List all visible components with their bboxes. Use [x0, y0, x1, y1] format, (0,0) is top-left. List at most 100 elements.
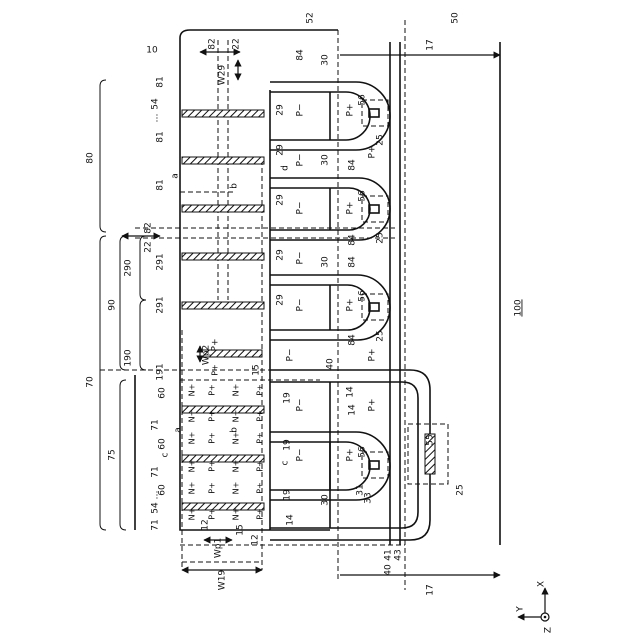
- ref-r19-39: 19: [283, 439, 293, 451]
- ref-r15-45: 15: [252, 364, 262, 375]
- p-minus-3: P−: [296, 202, 306, 215]
- cell-2-4: P+: [208, 460, 217, 472]
- ref-r56-21: 56: [358, 290, 368, 302]
- cell-1-4: N+: [188, 460, 197, 473]
- cut-a-top: a: [171, 173, 181, 179]
- p-minus-5: P−: [296, 299, 306, 312]
- ref-r19-40: 19: [283, 489, 293, 501]
- dim-wp1: Wp1: [214, 538, 224, 558]
- cut-c-right: c: [281, 460, 291, 465]
- ref-r71-35: 71: [151, 466, 161, 477]
- ref-r84-18: 84: [348, 334, 358, 346]
- axis-z-label: Z: [544, 627, 554, 633]
- cell-4-1: P+: [256, 384, 265, 396]
- p-minus-7: P−: [296, 399, 306, 412]
- gate-29-1: [182, 110, 264, 117]
- region-100-label: 100: [514, 299, 524, 316]
- ref-r55-27: 55: [426, 434, 436, 445]
- bracket-75: [120, 380, 126, 530]
- ref-r30-12: 30: [321, 256, 331, 268]
- ref-r40-53: 40: [384, 564, 394, 576]
- ref-r81-2: 81: [156, 131, 166, 142]
- cell-2-5: P+: [208, 482, 217, 494]
- ellipsis-top: …: [151, 114, 161, 123]
- ref-r71-36: 71: [151, 519, 161, 530]
- ref-r29-9: 29: [276, 294, 286, 306]
- cell-3-6: N+: [232, 508, 241, 521]
- dim-22-top: 22: [232, 38, 242, 49]
- ref-r56-20: 56: [358, 190, 368, 202]
- ref-r54-37: 54: [151, 502, 161, 514]
- arrows: [122, 52, 545, 617]
- figure-number: 10: [146, 46, 158, 56]
- ref-r191-30: 191: [156, 363, 166, 380]
- ref-r56-19: 56: [358, 94, 368, 106]
- cell-4-3: P+: [256, 432, 265, 444]
- cell-1-3: N+: [188, 432, 197, 445]
- cell-2-1: P+: [208, 384, 217, 396]
- cell-1-1: N+: [188, 384, 197, 397]
- dim-82-top: 82: [208, 38, 218, 49]
- ref-r84-16: 84: [348, 234, 358, 246]
- p-plus-191: P+: [211, 364, 220, 376]
- ref-17-top: 17: [426, 39, 436, 50]
- ref-r15-46: 15: [236, 524, 246, 535]
- ref-r19-38: 19: [283, 392, 293, 404]
- cell-4-2: P+: [256, 410, 265, 422]
- region-70-label: 70: [86, 376, 96, 388]
- cell-3-4: N+: [232, 460, 241, 473]
- cell-2-3: P+: [208, 432, 217, 444]
- cell-4-4: P+: [256, 460, 265, 472]
- ref-r25-25: 25: [376, 330, 386, 341]
- ref-r84-17: 84: [348, 256, 358, 268]
- ref-r81-1: 81: [156, 76, 166, 87]
- cell-1-5: N+: [188, 482, 197, 495]
- ref-r12-47: 12: [201, 519, 211, 530]
- cell-4-6: P+: [256, 508, 265, 520]
- ref-r33-50: 33: [364, 492, 374, 503]
- region-90-label: 90: [108, 299, 118, 311]
- ref-r25-23: 25: [376, 134, 386, 145]
- dim-22-mid: 22: [144, 241, 154, 252]
- cell-3-1: N+: [232, 384, 241, 397]
- p-plus-7: P+: [368, 399, 378, 412]
- ref-r30-10: 30: [321, 54, 331, 66]
- ref-r40-41: 40: [326, 358, 336, 370]
- ref-r29-6: 29: [276, 144, 286, 156]
- region-52-label: 52: [306, 12, 316, 23]
- ref-r60-32: 60: [158, 438, 168, 450]
- ref-r291-29: 291: [156, 296, 166, 313]
- ellipsis-bottom: …: [151, 491, 161, 500]
- ref-r12-48: 12: [251, 534, 261, 545]
- bracket-70: [100, 236, 106, 530]
- ref-r71-34: 71: [151, 419, 161, 430]
- dim-82-mid: 82: [144, 222, 154, 233]
- dim-w19: W19: [218, 570, 228, 591]
- p-minus-4: P−: [296, 252, 306, 265]
- cell-2-6: P+: [208, 508, 217, 520]
- dim-w29: W29: [218, 65, 228, 86]
- bracket-190: [140, 300, 146, 370]
- region-190-label: 190: [124, 349, 134, 366]
- hatched-gates: [182, 110, 435, 510]
- cut-b-top: b: [230, 183, 240, 189]
- ref-r291-28: 291: [156, 253, 166, 270]
- p-minus-8: P−: [286, 349, 296, 362]
- p-plus-2: P+: [368, 146, 378, 159]
- cell-1-6: N+: [188, 508, 197, 521]
- ref-r84-15: 84: [348, 159, 358, 171]
- gate-29-2: [182, 157, 264, 164]
- region-290-label: 290: [124, 259, 134, 276]
- p-minus-1: P−: [296, 104, 306, 117]
- cell-4-5: P+: [256, 482, 265, 494]
- cell-3-2: N+: [232, 410, 241, 423]
- axis-y-label: Y: [516, 606, 526, 613]
- p-plus-1: P+: [346, 104, 356, 117]
- cell-2-2: P+: [208, 410, 217, 422]
- gate-29-4: [182, 253, 264, 260]
- p-plus-5: P+: [368, 349, 378, 362]
- p-minus-2: P−: [296, 154, 306, 167]
- ref-r25-24: 25: [376, 232, 386, 243]
- cut-d-right: d: [281, 165, 291, 171]
